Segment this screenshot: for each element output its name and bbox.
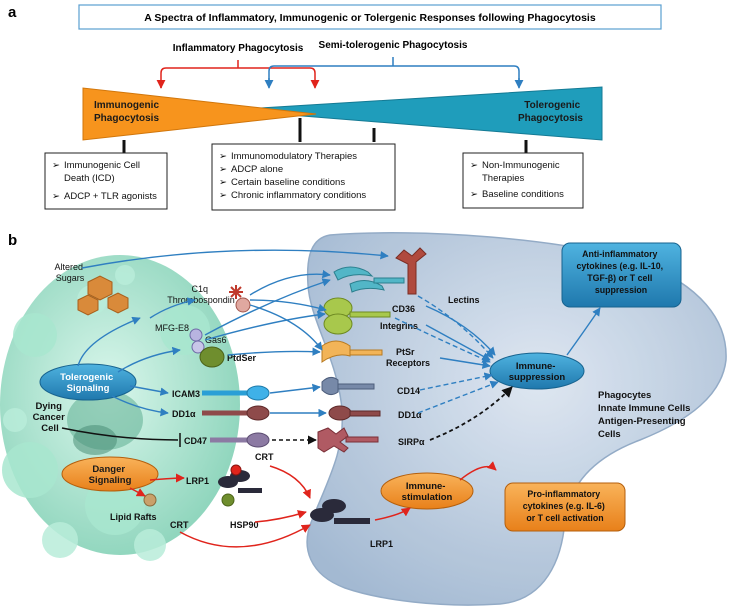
mfg-e8-icon xyxy=(189,328,203,342)
anti-inflammatory-label: Anti-inflammatory cytokines (e.g. IL-10,… xyxy=(577,249,666,295)
anti-inflammatory-box xyxy=(561,242,682,308)
thrombospondin-icon xyxy=(235,297,251,313)
lectins-receptor-icon xyxy=(395,247,427,295)
crt-top-icon xyxy=(230,464,242,476)
pro-inflammatory-label: Pro-inflammatory cytokines (e.g. IL-6) o… xyxy=(523,489,608,523)
box2-bullet-4: ➢Chronic inflammatory conditions xyxy=(219,190,366,201)
semi-tolerogenic-phagocytosis-label: Semi-tolerogenic Phagocytosis xyxy=(319,40,468,51)
immune-stimulation-label: Immune- stimulation xyxy=(402,481,453,503)
box2-bullet-3: ➢Certain baseline conditions xyxy=(219,177,345,188)
sirpa-receptor-icon xyxy=(317,427,379,453)
tolerogenic-examples-box xyxy=(462,152,584,209)
tolerogenic-arrows xyxy=(77,249,601,418)
cd36-receptor-icon xyxy=(333,266,405,293)
cd47-icon xyxy=(246,432,270,448)
dd1a-left-icon xyxy=(246,405,270,421)
title-box xyxy=(78,4,662,30)
dd1a-right-label: DD1α xyxy=(398,410,422,420)
dying-cancer-cell-label: Dying Cancer Cell xyxy=(33,401,68,434)
ptdser-icon xyxy=(199,346,225,368)
immunogenic-examples-box xyxy=(44,152,168,210)
c1q-icon xyxy=(229,285,243,299)
danger-signaling-label: Danger Signaling xyxy=(89,464,132,486)
cd36-label: CD36 xyxy=(392,304,415,314)
crt-top-label: CRT xyxy=(255,452,274,462)
crt-bottom-label: CRT xyxy=(170,520,189,530)
c1q-thrombospondin-label: C1q Thrombospondin xyxy=(167,284,235,305)
panel-a-label: a xyxy=(8,4,17,21)
pro-inflammatory-box xyxy=(504,482,626,532)
semi-tolerogenic-examples-box xyxy=(211,143,396,211)
box3-bullet-1: ➢ Non-Immunogenic Therapies xyxy=(470,160,562,184)
sirpa-suppression-dashed-arrow xyxy=(429,386,513,441)
danger-signaling-node xyxy=(61,456,159,492)
cd47-label: CD47 xyxy=(184,436,207,446)
scale-ticks xyxy=(122,118,528,154)
box1-bullet-1: ➢ Immunogenic Cell Death (ICD) xyxy=(52,160,143,184)
tolerogenic-phagocytosis-label: Tolerogenic Phagocytosis xyxy=(518,100,583,124)
lrp1-right-receptor-icon xyxy=(310,499,370,524)
sirpa-label: SIRPα xyxy=(398,437,425,447)
hsp90-icon xyxy=(221,493,235,507)
tolerogenic-signaling-label: Tolerogenic Signaling xyxy=(60,372,116,394)
box1-bullet-2: ➢ ADCP + TLR agonists xyxy=(52,191,157,202)
inflammatory-bracket xyxy=(156,60,320,89)
phagocytes-label: Phagocytes Innate Immune Cells Antigen-P… xyxy=(598,390,693,440)
tolerogenic-signaling-node xyxy=(39,363,137,401)
immunogenic-wedge xyxy=(82,87,317,141)
gas6-label: Gas6 xyxy=(205,335,227,345)
cd14-label: CD14 xyxy=(397,386,420,396)
immune-stimulation-node xyxy=(380,472,474,510)
immune-suppression-node xyxy=(489,352,585,390)
gas6-icon xyxy=(191,340,205,354)
immunogenic-phagocytosis-label: Immunogenic Phagocytosis xyxy=(94,100,162,124)
lectins-label: Lectins xyxy=(448,295,480,305)
ptdser-label: PtdSer xyxy=(227,353,257,363)
lrp1-right-label: LRP1 xyxy=(370,539,393,549)
lipid-raft-icon xyxy=(143,493,157,507)
cd14-receptor-icon xyxy=(321,376,375,396)
semi-tolerogenic-bracket xyxy=(264,57,524,89)
dd1a-left-label: DD1α xyxy=(172,409,196,419)
mfg-e8-label: MFG-E8 xyxy=(155,323,189,333)
cd47-inhibition xyxy=(61,427,181,447)
box3-bullet-2: ➢ Baseline conditions xyxy=(470,189,564,200)
integrins-label: Integrins xyxy=(380,321,418,331)
danger-arrows xyxy=(129,461,497,548)
lipid-rafts-label: Lipid Rafts xyxy=(110,512,157,522)
immune-suppression-label: Immune- suppression xyxy=(509,361,566,383)
hsp90-label: HSP90 xyxy=(230,520,259,530)
altered-sugars-icon xyxy=(77,275,129,316)
panel-b-label: b xyxy=(8,232,17,249)
tolerogenic-wedge xyxy=(227,86,603,141)
lrp1-left-label: LRP1 xyxy=(186,476,209,486)
ptsr-receptors-label: PtSr Receptors xyxy=(386,347,430,368)
icam3-icon xyxy=(246,385,270,401)
ptsr-receptor-icon xyxy=(321,340,383,363)
lrp1-left-icon xyxy=(218,470,262,493)
box2-bullet-2: ➢ADCP alone xyxy=(219,164,283,175)
inflammatory-phagocytosis-label: Inflammatory Phagocytosis xyxy=(173,43,304,54)
altered-sugars-label: Altered Sugars xyxy=(54,262,85,283)
dd1a-right-receptor-icon xyxy=(328,405,381,421)
icam3-label: ICAM3 xyxy=(172,389,200,399)
box2-bullet-1: ➢Immunomodulatory Therapies xyxy=(219,151,357,162)
figure-title: A Spectra of Inflammatory, Immunogenic o… xyxy=(144,12,596,24)
tolerogenic-dashed-arrows xyxy=(394,295,499,414)
